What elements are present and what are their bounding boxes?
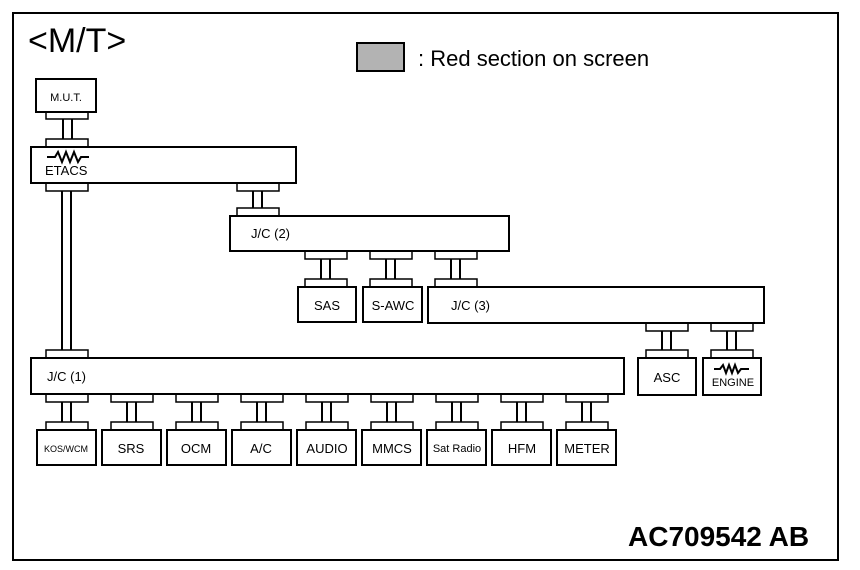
node-jc1: J/C (1)	[30, 357, 625, 395]
node-ac-label: A/C	[250, 441, 272, 456]
node-jc3-label: J/C (3)	[451, 298, 490, 313]
node-srs-label: SRS	[118, 441, 145, 456]
node-ocm-label: OCM	[181, 441, 211, 456]
diagram-title: <M/T>	[28, 22, 126, 60]
node-sawc: S-AWC	[362, 286, 423, 323]
node-mmcs-label: MMCS	[372, 441, 412, 456]
node-kos-label: KOS/WCM	[44, 444, 88, 454]
node-satradio-label: Sat Radio	[433, 443, 481, 455]
node-jc1-label: J/C (1)	[47, 369, 86, 384]
node-asc: ASC	[637, 357, 697, 396]
node-ocm: OCM	[166, 429, 227, 466]
figure-code: AC709542 AB	[628, 521, 809, 552]
node-hfm: HFM	[491, 429, 552, 466]
node-mut-label: M.U.T.	[50, 92, 82, 104]
node-jc2: J/C (2)	[229, 215, 510, 252]
node-meter-label: METER	[564, 441, 610, 456]
node-jc3: J/C (3)	[427, 286, 765, 324]
legend-text: : Red section on screen	[418, 46, 649, 71]
node-engine: ENGINE	[702, 357, 762, 396]
node-meter: METER	[556, 429, 617, 466]
node-satradio: Sat Radio	[426, 429, 487, 466]
wires	[61, 118, 737, 423]
node-kos: KOS/WCM	[36, 429, 97, 466]
node-srs: SRS	[101, 429, 162, 466]
node-audio-label: AUDIO	[306, 441, 347, 456]
resistor-icon	[47, 149, 89, 165]
resistor-icon	[714, 362, 749, 376]
node-mut: M.U.T.	[35, 78, 97, 113]
node-etacs: ETACS	[30, 146, 297, 184]
node-mmcs: MMCS	[361, 429, 422, 466]
node-etacs-label: ETACS	[45, 163, 88, 178]
node-sas: SAS	[297, 286, 357, 323]
node-ac: A/C	[231, 429, 292, 466]
node-audio: AUDIO	[296, 429, 357, 466]
node-sas-label: SAS	[314, 298, 340, 313]
node-asc-label: ASC	[654, 370, 681, 385]
node-jc2-label: J/C (2)	[251, 226, 290, 241]
node-engine-label: ENGINE	[712, 377, 754, 389]
node-sawc-label: S-AWC	[372, 298, 415, 313]
legend-swatch	[356, 42, 405, 72]
node-hfm-label: HFM	[508, 441, 536, 456]
